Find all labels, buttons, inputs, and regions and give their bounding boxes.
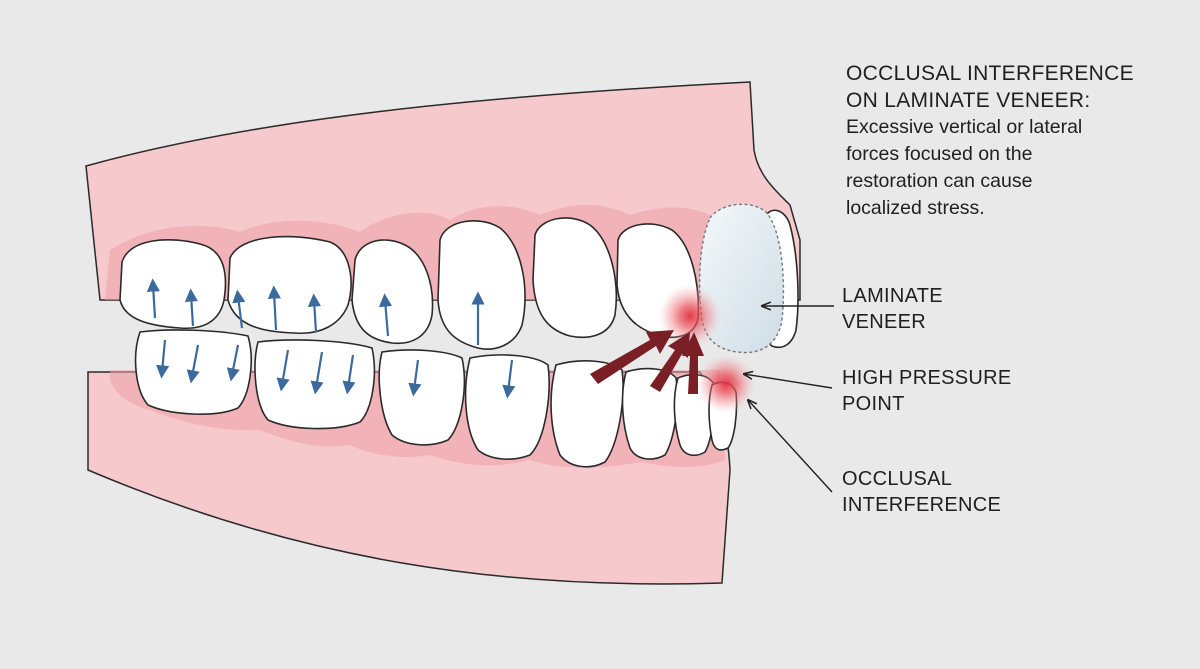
label-veneer-line2: VENEER: [842, 311, 927, 333]
pressure-glow-lower: [696, 354, 756, 414]
caption-body-line1: Excessive vertical or lateral: [846, 116, 1083, 138]
lower-premolar-1: [378, 349, 466, 446]
lower-arrow-2: [186, 344, 200, 384]
upper-molar-2: [227, 235, 352, 335]
pressure-leader: [744, 374, 833, 389]
label-laminate-veneer: LAMINATE VENEER: [842, 283, 943, 335]
force-arrow-vertical: [682, 332, 704, 394]
label-high-pressure-point: HIGH PRESSURE POINT: [842, 365, 1012, 417]
caption-body-line4: localized stress.: [846, 197, 985, 219]
upper-arrow-1: [146, 278, 160, 319]
interference-leader: [748, 400, 833, 493]
lower-arrow-1: [156, 339, 170, 379]
upper-arrow-2: [184, 288, 199, 327]
upper-premolar-2: [437, 220, 526, 350]
upper-force-arrows: [146, 278, 485, 345]
caption-body-line2: forces focused on the: [846, 143, 1033, 165]
upper-arrow-3: [232, 289, 246, 329]
upper-arrow-6: [378, 293, 393, 337]
upper-premolar-1: [351, 239, 434, 345]
lower-arrow-8: [502, 359, 516, 399]
upper-molar-1: [119, 239, 227, 329]
caption-block: OCCLUSAL INTERFERENCE ON LAMINATE VENEER…: [846, 60, 1176, 222]
label-interference-line1: OCCLUSAL: [842, 468, 953, 490]
lower-arrow-4: [276, 349, 290, 392]
lower-force-arrows: [156, 339, 516, 399]
upper-arrow-5: [307, 293, 321, 333]
lower-arrow-5: [310, 351, 324, 395]
lower-molar-2: [254, 339, 376, 430]
pressure-glow-upper: [658, 284, 722, 348]
lower-incisor-1: [621, 367, 679, 460]
lower-arrow-6: [342, 354, 356, 395]
label-veneer-line1: LAMINATE: [842, 285, 943, 307]
label-pressure-line2: POINT: [842, 393, 905, 415]
interference-force-arrows: [590, 330, 704, 394]
caption-title-line1: OCCLUSAL INTERFERENCE: [846, 62, 1134, 85]
label-interference-line2: INTERFERENCE: [842, 494, 1002, 516]
lower-premolar-2: [464, 354, 550, 460]
lower-arrow-3: [226, 344, 240, 382]
force-arrow-diagonal-2: [650, 332, 690, 392]
upper-arrow-4: [267, 285, 281, 331]
caption-title-line2: ON LAMINATE VENEER:: [846, 89, 1091, 112]
upper-canine: [532, 217, 618, 339]
caption-body-line3: restoration can cause: [846, 170, 1033, 192]
label-pressure-line1: HIGH PRESSURE: [842, 367, 1012, 389]
leader-lines: [744, 306, 834, 493]
lower-arrow-7: [408, 359, 422, 397]
force-arrow-diagonal-1: [590, 330, 674, 384]
lower-canine: [550, 360, 624, 468]
label-occlusal-interference: OCCLUSAL INTERFERENCE: [842, 466, 1001, 518]
